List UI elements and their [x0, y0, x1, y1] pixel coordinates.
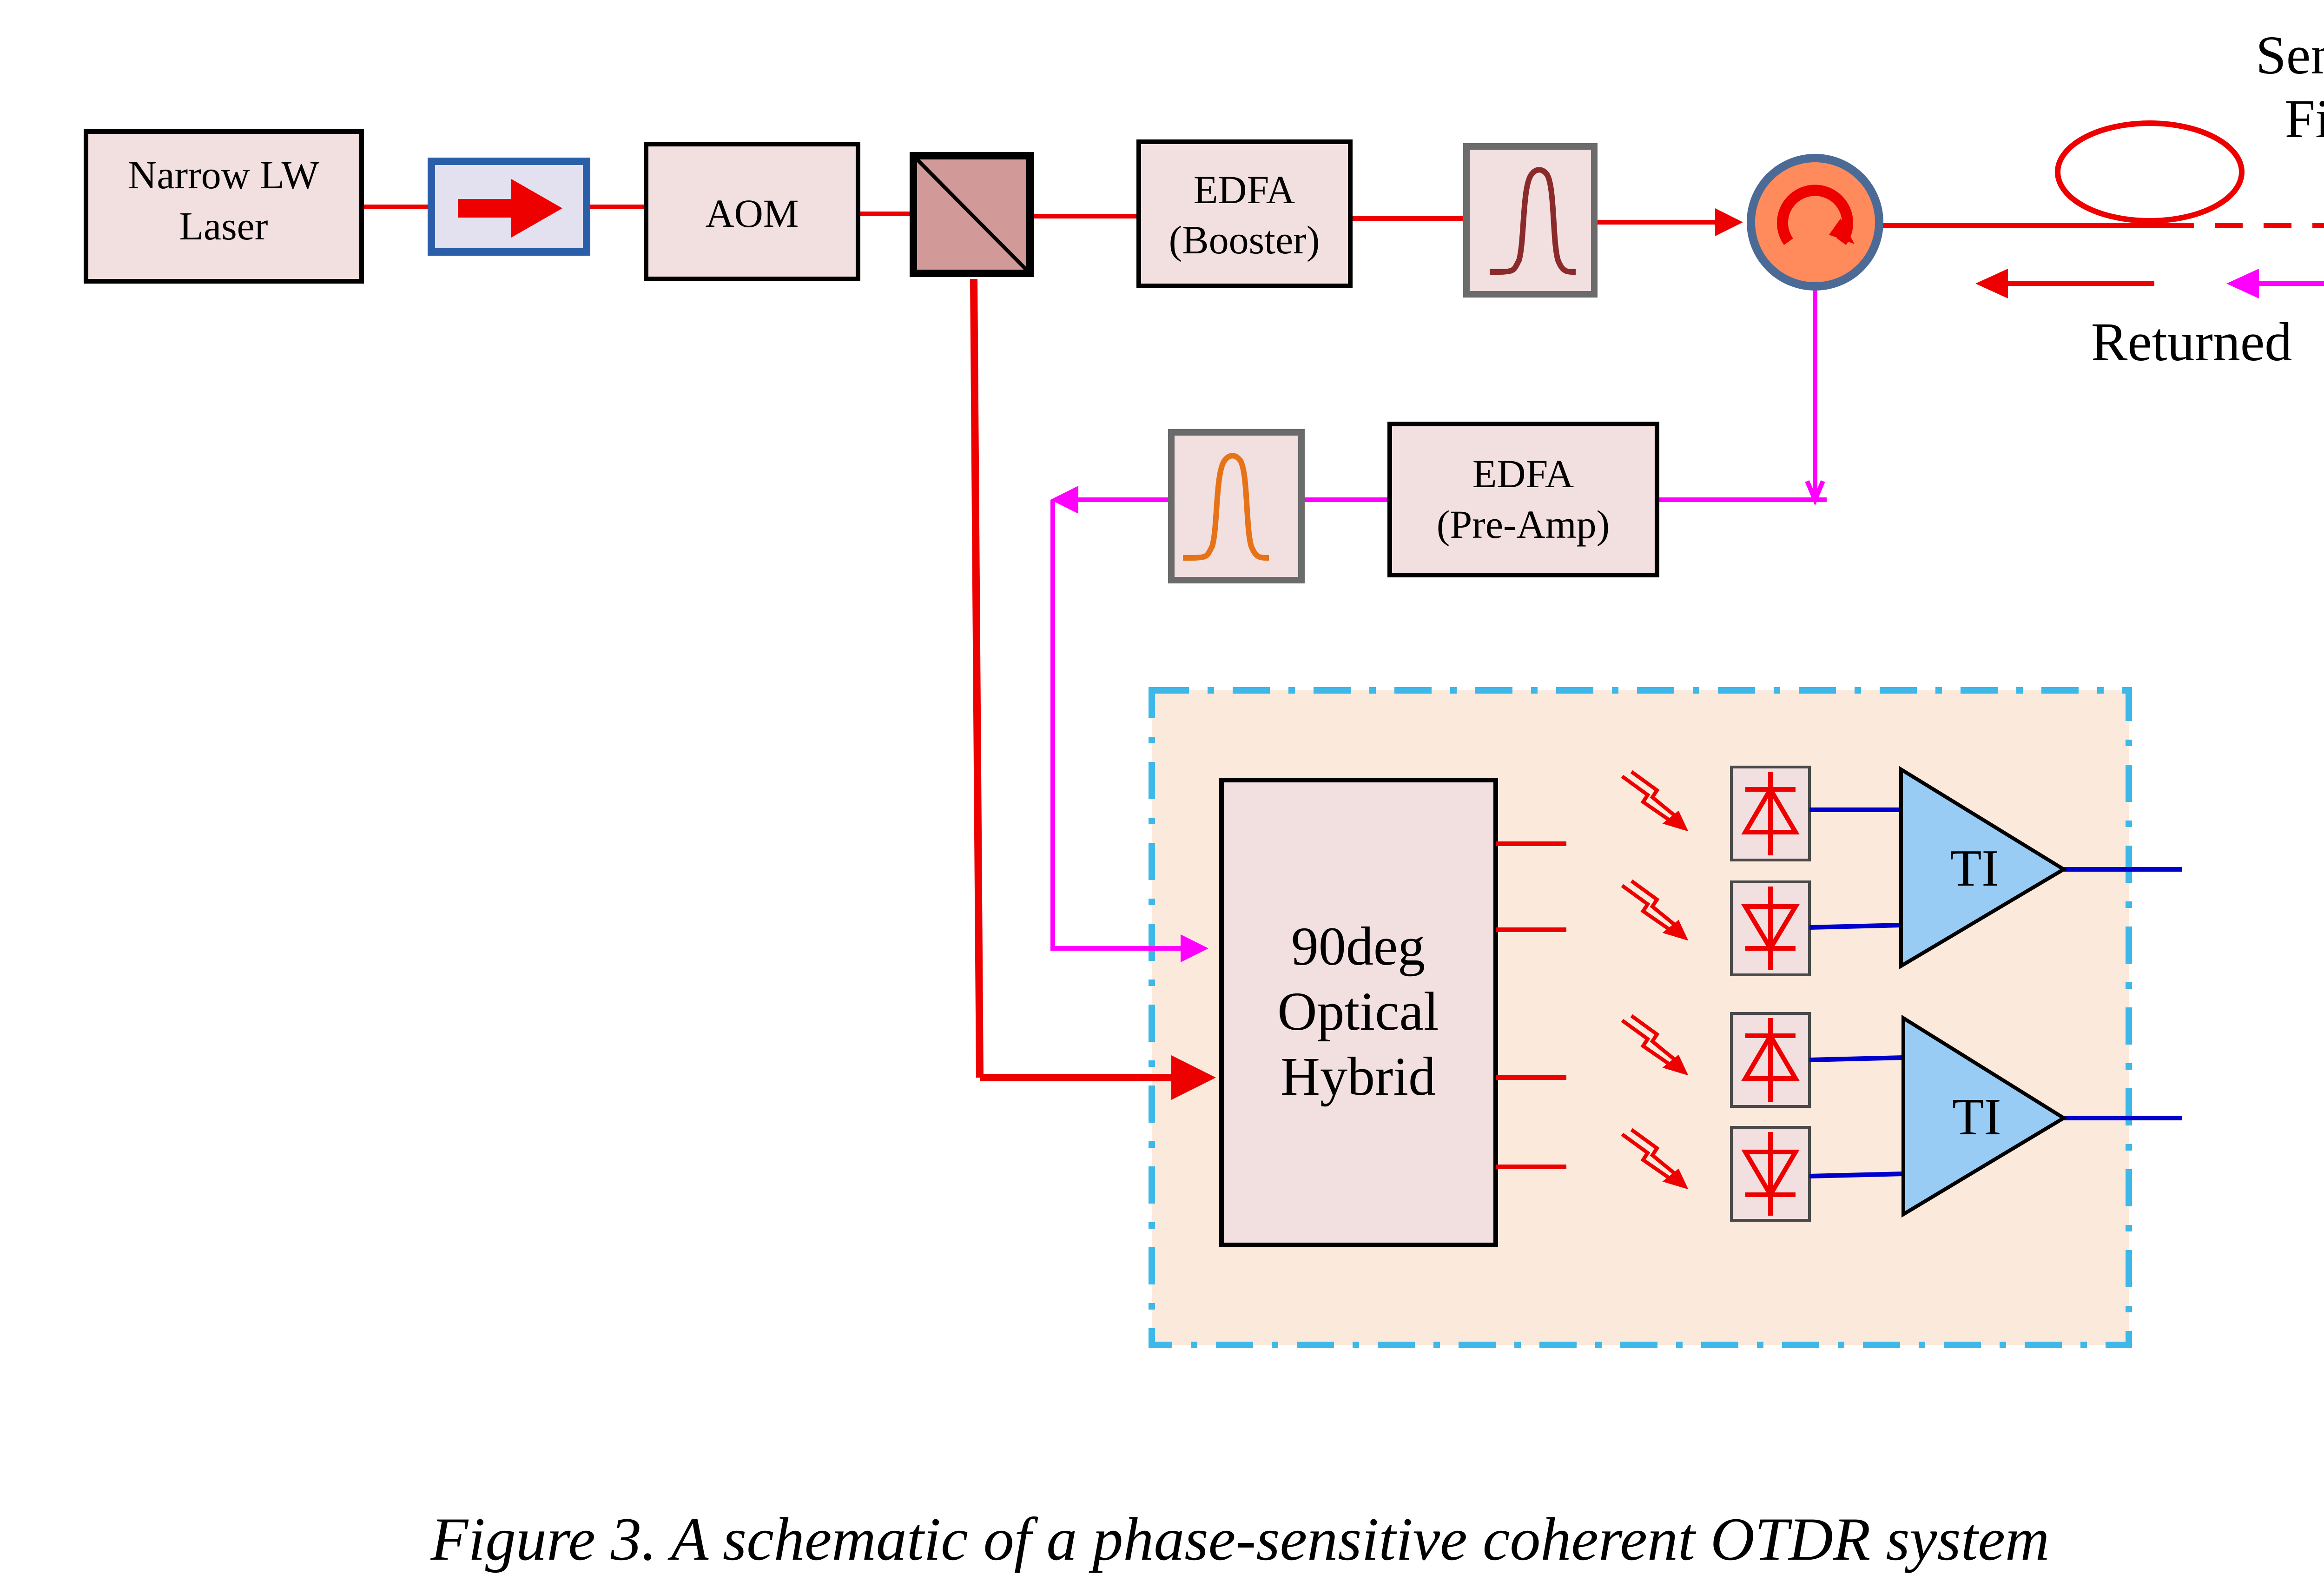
edfa-booster-label-line1: EDFA: [1194, 167, 1295, 212]
bandpass-filter-icon: [1182, 453, 1269, 561]
sensing-fiber-label-line1: Sensing: [2256, 25, 2324, 86]
returned-label: Returned: [2091, 311, 2292, 372]
photodiode-icon: [1741, 1132, 1800, 1216]
beam-splitter-icon: [910, 152, 1034, 277]
edfa-preamp-label-line1: EDFA: [1472, 451, 1574, 496]
laser-label-line1: Narrow LW: [128, 152, 319, 197]
forward-path: [362, 205, 2324, 236]
ti-amplifier-2: TI: [1901, 1014, 2067, 1218]
photodiode-3: [1730, 1012, 1811, 1108]
edfa-preamp-label-line2: (Pre-Amp): [1437, 502, 1610, 547]
sensing-fiber-coil: Sensing Fiber: [2055, 25, 2324, 224]
arrow-right-icon: [458, 179, 562, 238]
edfa-preamp-box: EDFA (Pre-Amp): [1387, 422, 1659, 577]
optical-hybrid-box: 90deg Optical Hybrid: [1219, 778, 1498, 1247]
photodiode-2: [1730, 880, 1811, 976]
hybrid-label-line2: Optical: [1277, 981, 1439, 1042]
ti-amplifier-2-label: TI: [1952, 1088, 2001, 1146]
hybrid-label-line1: 90deg: [1291, 916, 1425, 977]
circulator-icon: [1747, 154, 1883, 291]
laser-label-line2: Laser: [179, 204, 268, 248]
figure-caption: Figure 3. A schematic of a phase-sensiti…: [430, 1505, 2050, 1573]
return-path: [1050, 288, 1827, 962]
isolator: [428, 158, 590, 256]
photodiode-1: [1730, 766, 1811, 861]
photodiode-icon: [1741, 887, 1800, 970]
light-rays: [1621, 770, 1689, 1190]
bandpass-filter-icon: [1489, 167, 1576, 275]
edfa-booster-label-line2: (Booster): [1169, 218, 1320, 262]
photodiode-icon: [1741, 772, 1800, 855]
aom-label: AOM: [706, 191, 799, 236]
hybrid-outputs: [1496, 841, 1566, 1169]
sensing-fiber-label-line2: Fiber: [2284, 88, 2324, 149]
reference-path: [970, 278, 1216, 1100]
edfa-booster-box: EDFA (Booster): [1136, 139, 1353, 288]
ti-amplifier-1: TI: [1899, 766, 2067, 970]
hybrid-label-line3: Hybrid: [1281, 1046, 1436, 1107]
returned-indicator: Returned: [1975, 269, 2324, 372]
laser-box: Narrow LW Laser: [84, 129, 364, 284]
photodiode-icon: [1741, 1018, 1800, 1102]
bandpass-filter-2: [1168, 429, 1305, 583]
electrical-wires: [1809, 807, 2182, 1178]
bandpass-filter-1: [1463, 143, 1598, 298]
aom-box: AOM: [644, 142, 860, 281]
photodiode-4: [1730, 1126, 1811, 1222]
ti-amplifier-1-label: TI: [1950, 840, 1999, 897]
